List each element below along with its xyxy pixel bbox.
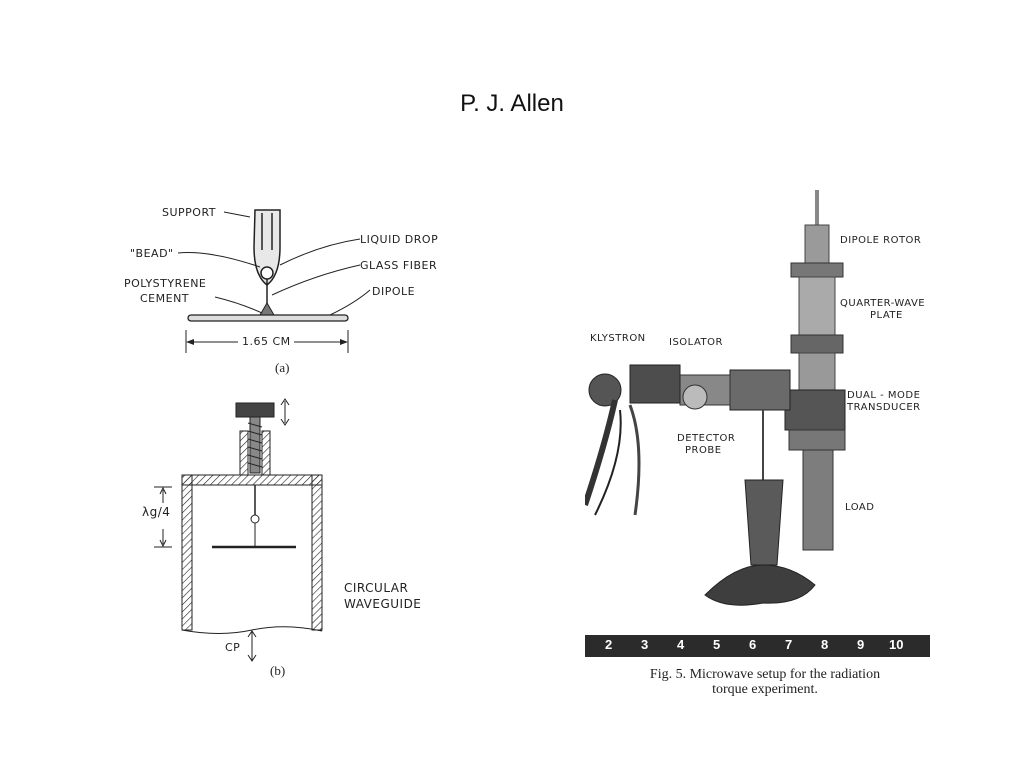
photo-drawing [582,185,930,660]
label-polystyrene: POLYSTYRENE [124,277,207,290]
label-support: SUPPORT [162,206,217,219]
label-klystron: KLYSTRON [590,333,646,344]
caption-a: (a) [275,360,290,375]
figure-5-photo: DIPOLE ROTOR QUARTER-WAVE PLATE KLYSTRON… [582,185,930,660]
figure-b-drawing [154,398,323,662]
ruler-tick: 5 [713,637,721,652]
figure-b: λg/4 CIRCULAR WAVEGUIDE CP (b) [130,395,440,685]
label-dual-mode: DUAL - MODE [847,390,921,401]
ruler-tick: 9 [857,637,865,652]
label-dipole-rotor: DIPOLE ROTOR [840,235,922,246]
label-lambda: λg/4 [142,505,171,519]
ruler-tick: 2 [605,637,613,652]
label-cp: CP [225,641,241,654]
ruler-tick: 3 [641,637,649,652]
ruler-tick: 10 [889,637,904,652]
figure-a-drawing [177,209,371,353]
label-waveguide: WAVEGUIDE [344,597,422,611]
label-detector: DETECTOR [677,433,736,444]
ruler-tick: 6 [749,637,757,652]
ruler-tick: 7 [785,637,793,652]
label-glass-fiber: GLASS FIBER [360,259,438,272]
label-quarter-wave: QUARTER-WAVE [840,298,926,309]
ruler-tick: 4 [677,637,685,652]
ruler: 2 3 4 5 6 7 8 9 10 [585,635,930,657]
figure-5-caption: Fig. 5. Microwave setup for the radiatio… [610,667,920,697]
label-dimension: 1.65 CM [242,335,291,348]
ruler-tick: 8 [821,637,829,652]
label-probe: PROBE [685,445,722,456]
slide-title: P. J. Allen [460,90,564,117]
label-transducer: TRANSDUCER [847,402,921,413]
caption-line-2: torque experiment. [712,682,818,697]
label-liquid-drop: LIQUID DROP [360,233,439,246]
label-circular: CIRCULAR [344,581,409,595]
label-load: LOAD [845,502,875,513]
caption-b: (b) [270,663,286,678]
label-isolator: ISOLATOR [669,337,723,348]
label-dipole: DIPOLE [372,285,416,298]
label-cement: CEMENT [140,292,190,305]
caption-line-1: Fig. 5. Microwave setup for the radiatio… [649,667,881,682]
figure-a: SUPPORT "BEAD" LIQUID DROP GLASS FIBER P… [120,195,460,380]
label-plate: PLATE [870,310,903,321]
label-bead: "BEAD" [130,247,174,260]
